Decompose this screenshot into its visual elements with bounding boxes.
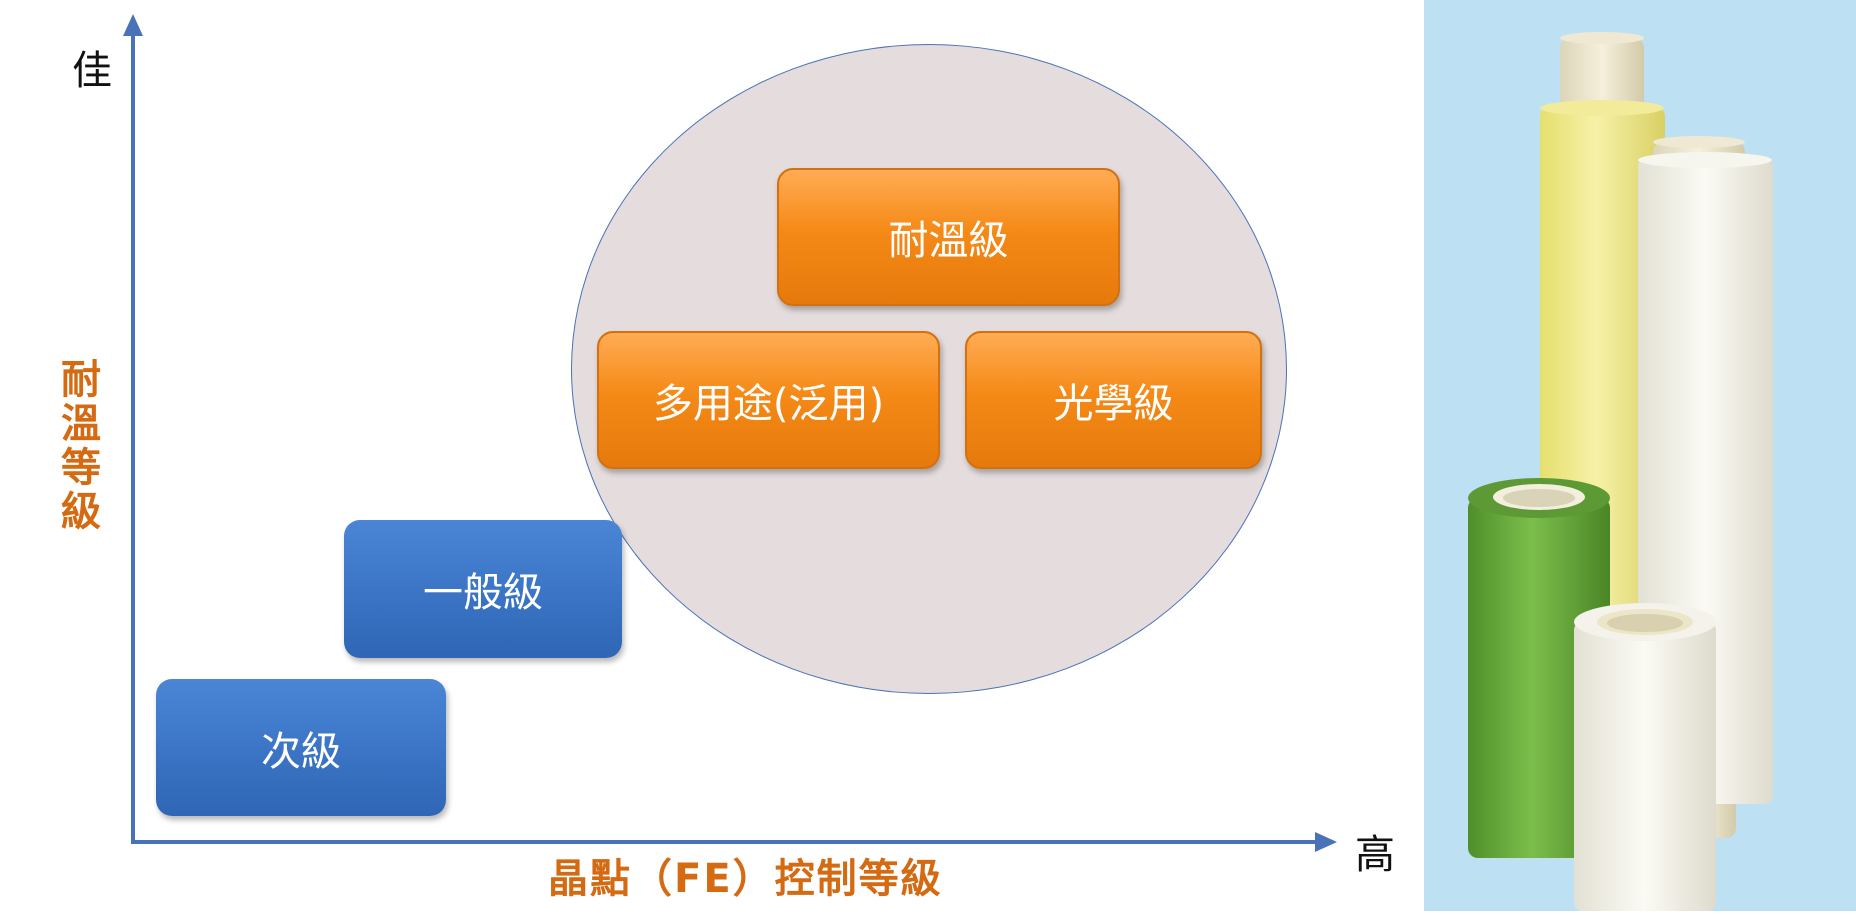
y-axis-title-char: 級 [61, 489, 101, 535]
y-axis-arrowhead [123, 14, 143, 36]
film-rolls-illustration [1468, 32, 1773, 911]
block-secondary: 次級 [156, 679, 446, 816]
block-general: 一般級 [344, 520, 622, 658]
film-rolls-photo [1424, 0, 1856, 911]
block-heat-resistant: 耐溫級 [777, 168, 1120, 306]
y-axis-top-label: 佳 [72, 48, 112, 94]
x-axis-title: 晶點（FE）控制等級 [548, 856, 943, 902]
y-axis-title-char: 等 [61, 445, 101, 491]
axes [123, 14, 1337, 852]
y-axis-title: 耐 溫 等 級 [56, 358, 106, 534]
positioning-diagram: 佳 高 耐 溫 等 級 晶點（FE）控制等級 耐溫級 多用途(泛用) 光學級 一… [56, 14, 1395, 902]
block-multipurpose: 多用途(泛用) [597, 331, 940, 469]
y-axis-title-char: 耐 [61, 357, 101, 403]
block-optical: 光學級 [965, 331, 1262, 469]
y-axis-title-char: 溫 [61, 401, 101, 447]
short-white-film-roll [1574, 603, 1716, 911]
x-axis-end-label: 高 [1355, 832, 1395, 878]
x-axis-arrowhead [1315, 832, 1337, 852]
